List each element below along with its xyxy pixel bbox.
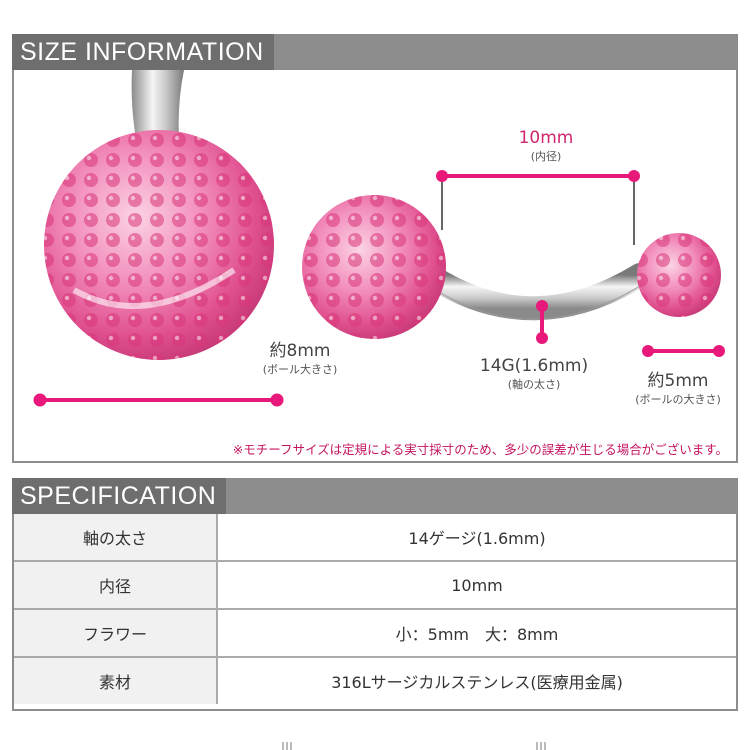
small-ball-right-dot [713, 345, 725, 357]
dimension-markers [33, 170, 725, 407]
small-gem-facets [637, 233, 721, 317]
measurement-disclaimer: ※モチーフサイズは定規による実寸採寸のため、多少の誤差が生じる場合がございます。 [232, 442, 728, 457]
medium-gem-facets [302, 195, 446, 339]
spec-key: 軸の太さ [14, 514, 218, 561]
inner-diameter-right-dot [628, 170, 640, 182]
spec-key: フラワー [14, 608, 218, 657]
large-ball-right-dot [270, 393, 284, 407]
specification-title: SPECIFICATION [12, 478, 227, 514]
table-row: 内径 10mm [14, 560, 736, 609]
size-information-title: SIZE INFORMATION [12, 34, 274, 70]
large-ball-label: 約8mm (ボール大きさ) [248, 336, 352, 377]
gauge-value: 14G(1.6mm) [479, 356, 589, 376]
barbell-full-view [302, 195, 721, 339]
gauge-top-dot [536, 300, 548, 312]
large-ball-value: 約8mm [269, 341, 331, 361]
inner-diameter-caption: (内径) [530, 150, 562, 163]
inner-diameter-label: 10mm (内径) [496, 128, 596, 164]
table-row: 軸の太さ 14ゲージ(1.6mm) [14, 514, 736, 561]
specification-table: 軸の太さ 14ゲージ(1.6mm) 内径 10mm フラワー 小：5mm 大：8… [14, 514, 736, 704]
large-gem-highlight [72, 267, 236, 309]
gauge-label: 14G(1.6mm) (軸の太さ) [474, 356, 594, 392]
large-ball-left-dot [33, 393, 47, 407]
spec-value: 316Lサージカルステンレス(医療用金属) [217, 656, 736, 704]
specification-header: SPECIFICATION [12, 478, 738, 514]
curved-bar [422, 263, 652, 321]
spec-key: 素材 [14, 656, 218, 704]
gauge-caption: (軸の太さ) [507, 378, 561, 391]
small-ball-left-dot [642, 345, 654, 357]
small-ball-value: 約5mm [647, 371, 709, 391]
bottom-decoration-right [536, 742, 546, 750]
spec-value: 小：5mm 大：8mm [217, 608, 736, 657]
spec-key: 内径 [14, 560, 218, 609]
product-diagram [33, 70, 725, 407]
table-row: 素材 316Lサージカルステンレス(医療用金属) [14, 656, 736, 704]
bar-shaft-closeup [131, 70, 184, 150]
bottom-decoration-left [282, 742, 292, 750]
size-information-header: SIZE INFORMATION [12, 34, 738, 70]
gauge-bottom-dot [536, 332, 548, 344]
inner-diameter-value: 10mm [518, 128, 574, 148]
inner-diameter-left-dot [436, 170, 448, 182]
table-row: フラワー 小：5mm 大：8mm [14, 608, 736, 657]
spec-value: 14ゲージ(1.6mm) [217, 514, 736, 561]
small-ball-label: 約5mm (ボールの大きさ) [620, 366, 736, 407]
large-ball-closeup [44, 70, 274, 360]
large-gem-facets [44, 130, 274, 360]
small-ball-caption: (ボールの大きさ) [635, 393, 721, 406]
large-ball-caption: (ボール大きさ) [262, 363, 338, 376]
spec-value: 10mm [217, 560, 736, 609]
